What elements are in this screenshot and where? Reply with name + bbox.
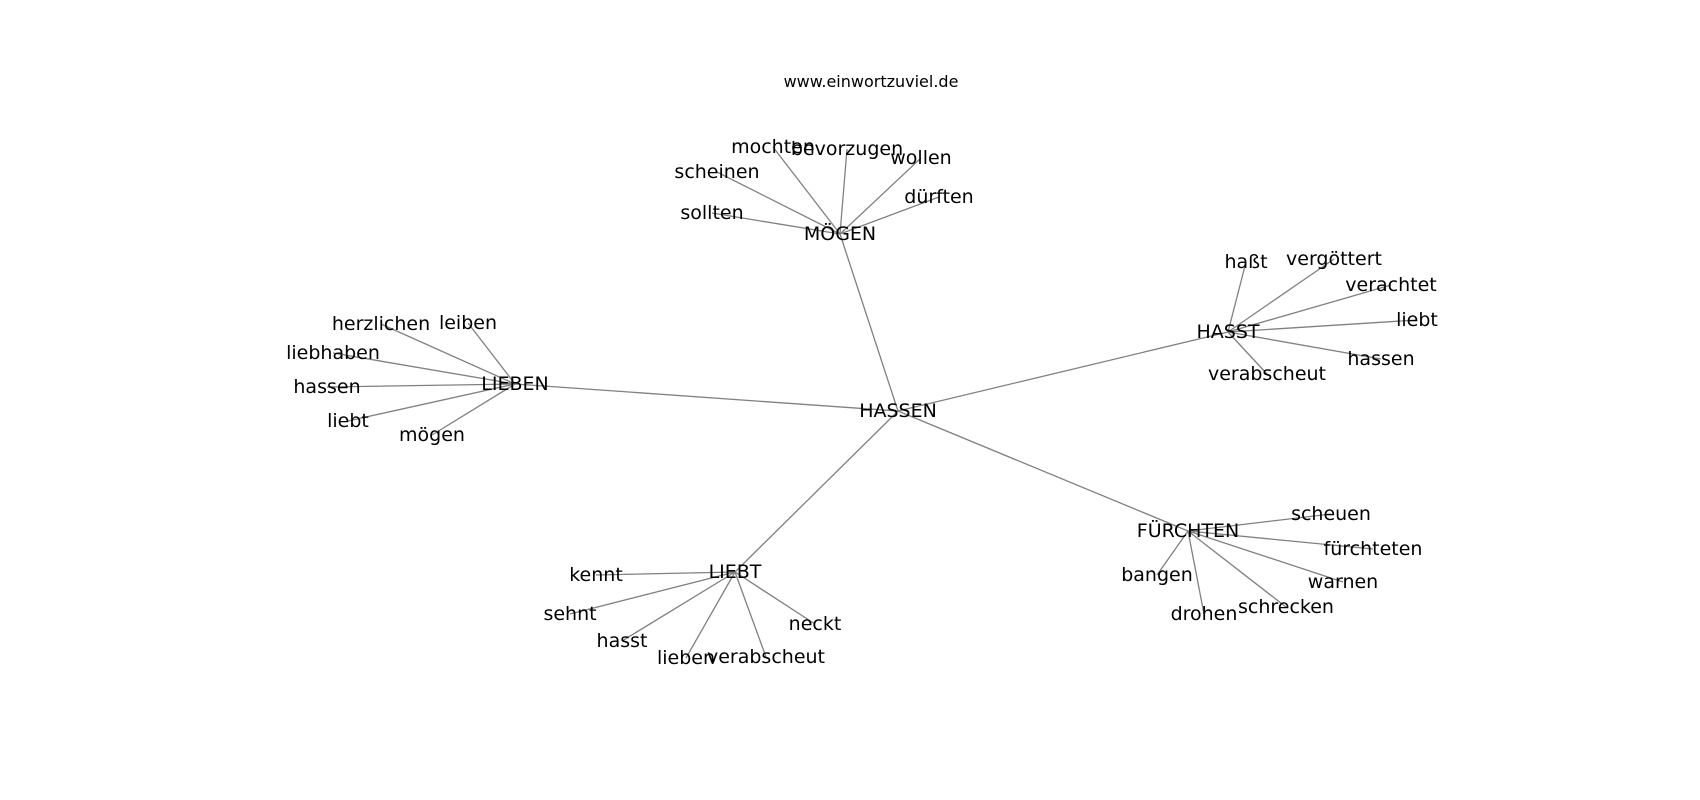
edge-furchten-schrecken [1187, 530, 1287, 608]
node-leaf-mogen-scheinen: scheinen [674, 161, 759, 183]
edge-mogen-durften [839, 196, 940, 235]
edge-mogen-wollen [839, 157, 922, 235]
node-leaf-lieben-leiben: leiben [439, 312, 497, 334]
edge-furchten-bangen [1156, 530, 1189, 576]
edge-hasst-verabscheut [1227, 331, 1268, 375]
node-leaf-lieben-mogen: mögen [399, 424, 465, 446]
edge-mogen-sollten [711, 212, 841, 235]
node-hub-lieben: LIEBEN [481, 373, 548, 395]
node-leaf-liebt-neckt: neckt [789, 613, 842, 635]
node-hub-hasst: HASST [1196, 321, 1259, 343]
node-leaf-mogen-wollen: wollen [890, 147, 951, 169]
edge-lieben-hassen [326, 383, 516, 388]
node-leaf-liebt-lieben: lieben [657, 647, 715, 669]
edge-root-mogen [839, 233, 899, 412]
edge-mogen-scheinen [716, 171, 841, 235]
node-leaf-hasst-liebt: liebt [1396, 309, 1438, 331]
edge-lieben-mogen [431, 383, 516, 436]
edge-furchten-warnen [1187, 530, 1344, 583]
edge-root-lieben [514, 383, 899, 412]
edge-root-furchten [897, 410, 1189, 532]
edge-lieben-liebhaben [332, 352, 516, 385]
edge-hasst-liebt [1227, 319, 1418, 333]
node-root-hassen: HASSEN [859, 400, 937, 422]
edge-lieben-herzlichen [380, 323, 516, 385]
node-leaf-lieben-herzlichen: herzlichen [332, 313, 430, 335]
node-leaf-mogen-durften: dürften [904, 186, 973, 208]
node-leaf-furchten-bangen: bangen [1121, 564, 1193, 586]
node-leaf-hasst-hasst: haßt [1224, 251, 1267, 273]
edge-liebt-hasst [621, 571, 736, 642]
edge-hasst-hasst [1227, 261, 1247, 333]
node-leaf-furchten-furchteten: fürchteten [1324, 538, 1423, 560]
node-leaf-liebt-kennt: kennt [569, 564, 623, 586]
edge-liebt-lieben [685, 571, 736, 659]
edge-liebt-sehnt [569, 571, 736, 615]
edge-layer [326, 146, 1418, 659]
node-hub-mogen: MÖGEN [804, 222, 876, 245]
edge-furchten-drohen [1187, 530, 1205, 615]
node-leaf-liebt-sehnt: sehnt [543, 603, 596, 625]
edge-liebt-neckt [734, 571, 816, 625]
node-hub-furchten: FÜRCHTEN [1137, 519, 1239, 542]
edge-lieben-liebt [347, 383, 516, 422]
edge-mogen-mochten [772, 146, 841, 235]
site-url-label: www.einwortzuviel.de [784, 72, 959, 91]
edge-root-liebt [734, 410, 899, 573]
node-leaf-hasst-verabscheut: verabscheut [1208, 363, 1326, 385]
node-leaf-lieben-liebhaben: liebhaben [286, 342, 380, 364]
node-leaf-mogen-sollten: sollten [680, 202, 743, 224]
node-leaf-mogen-bevorzugen: bevorzugen [791, 138, 903, 160]
edge-hasst-vergottert [1227, 258, 1335, 333]
edge-lieben-leiben [467, 322, 516, 385]
edge-liebt-kennt [595, 571, 736, 576]
node-leaf-lieben-hassen: hassen [293, 376, 360, 398]
edge-liebt-verabscheut [734, 571, 767, 658]
node-leaf-hasst-vergottert: vergöttert [1286, 248, 1382, 270]
node-leaf-lieben-liebt: liebt [327, 410, 369, 432]
edge-furchten-furchteten [1187, 530, 1374, 550]
node-leaf-liebt-hasst: hasst [597, 630, 648, 652]
edge-furchten-scheuen [1187, 513, 1332, 532]
node-leaf-hasst-verachtet: verachtet [1345, 274, 1436, 296]
node-leaf-furchten-drohen: drohen [1171, 603, 1238, 625]
node-leaf-furchten-warnen: warnen [1308, 571, 1378, 593]
edge-hasst-hassen [1227, 331, 1382, 360]
edge-hasst-verachtet [1227, 284, 1392, 333]
node-leaf-liebt-verabscheut: verabscheut [707, 646, 825, 668]
edge-root-hasst [897, 331, 1229, 412]
node-leaf-hasst-hassen: hassen [1347, 348, 1414, 370]
node-leaf-mogen-mochten: mochten [731, 136, 815, 158]
node-leaf-furchten-schrecken: schrecken [1238, 596, 1334, 618]
edge-mogen-bevorzugen [839, 148, 848, 235]
node-leaf-furchten-scheuen: scheuen [1291, 503, 1371, 525]
node-hub-liebt: LIEBT [709, 561, 762, 583]
